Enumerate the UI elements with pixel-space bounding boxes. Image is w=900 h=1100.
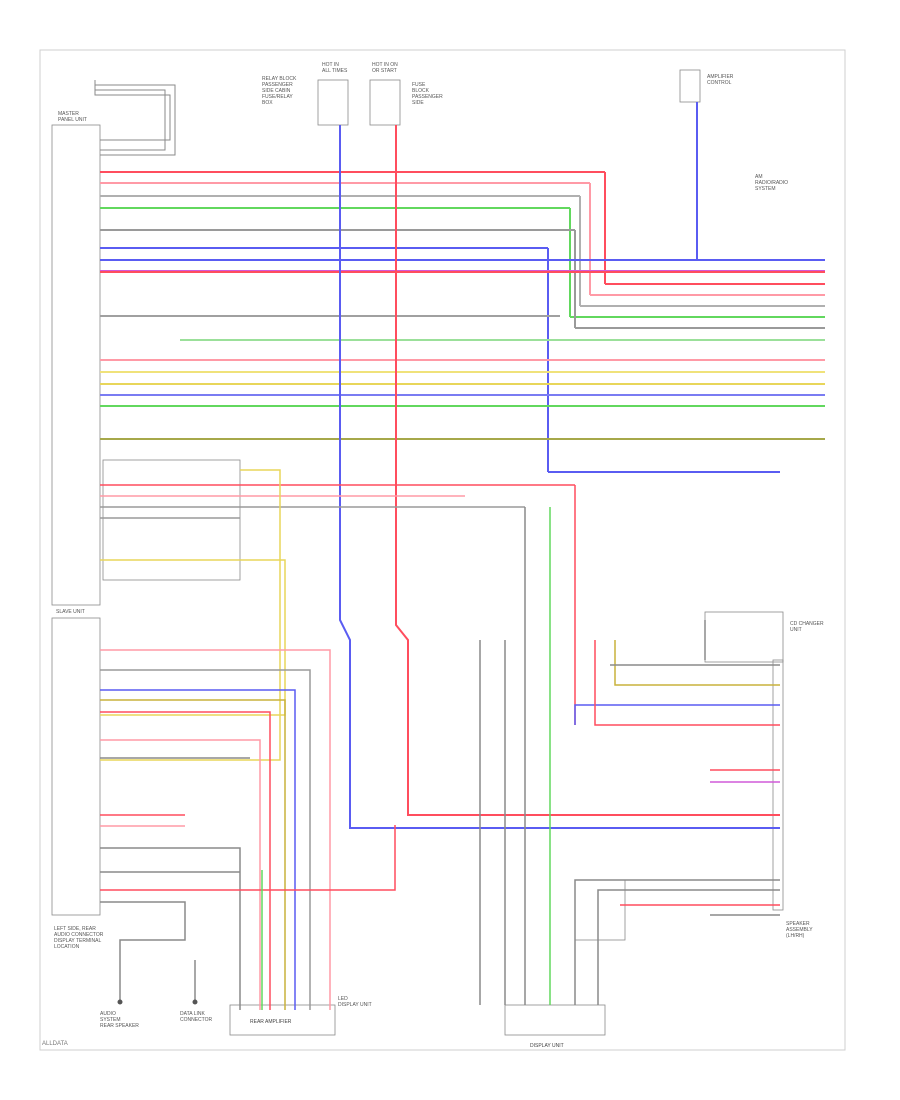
feed-red <box>395 125 780 816</box>
harness-master-right <box>100 171 825 473</box>
master-top-wires <box>94 80 176 156</box>
feed-blue <box>339 125 780 829</box>
master-inner-block <box>102 459 241 581</box>
slave-unit <box>51 617 101 916</box>
speaker-bracket-lower <box>574 879 626 941</box>
diagram-border <box>39 49 846 1051</box>
master-inner-wires <box>100 469 576 761</box>
label-display-unit: DISPLAY UNIT <box>530 1043 564 1049</box>
master-panel-unit <box>51 124 101 606</box>
slave-wires <box>100 649 396 1010</box>
ground-1 <box>117 999 123 1005</box>
label-slave-unit: SLAVE UNIT <box>56 609 85 615</box>
right-side-wires <box>479 507 780 1005</box>
top-fuse-box-right <box>369 79 401 126</box>
footer-label: ALLDATA <box>42 1041 68 1047</box>
amplifier-control-module <box>679 69 701 103</box>
display-unit-box <box>504 1004 606 1036</box>
ground-2 <box>192 999 198 1005</box>
power-feeds <box>339 102 780 829</box>
rear-amplifier-box <box>229 1004 336 1036</box>
label-rear-amplifier: REAR AMPLIFIER <box>250 1019 292 1025</box>
right-connector-strip <box>772 659 784 911</box>
cd-changer-module <box>704 611 784 663</box>
top-fuse-box-left <box>317 79 349 126</box>
ground-symbols <box>117 999 198 1005</box>
